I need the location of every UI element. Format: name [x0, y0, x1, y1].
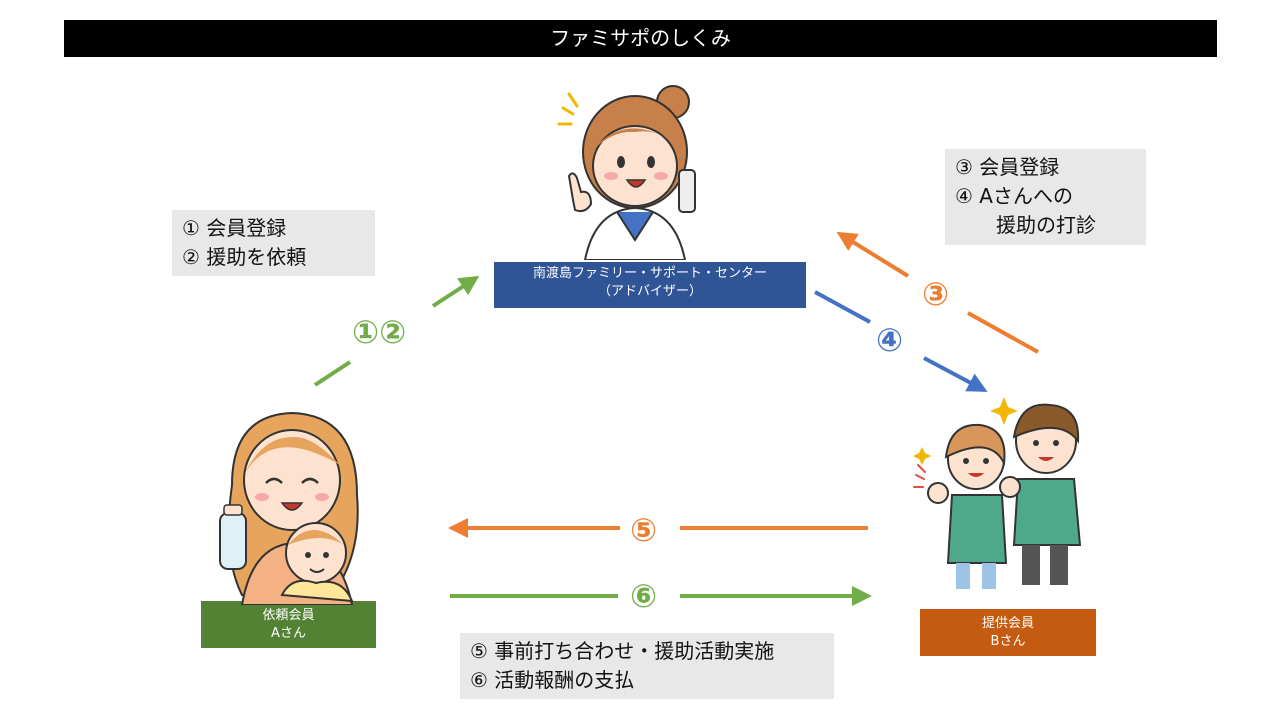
arrow-label-3: ③ [922, 275, 950, 313]
requester-type: 依頼会員 [262, 608, 315, 623]
provider-label: 提供会員 Bさん [920, 609, 1096, 656]
steps-box-bottom-line1: ⑤ 事前打ち合わせ・援助活動実施 [470, 639, 775, 663]
arrow-label-4: ④ [876, 321, 904, 359]
provider-couple-icon [913, 397, 1082, 589]
arrow-label-5: ⑤ [630, 511, 658, 549]
steps-box-right: ③ 会員登録 ④ Aさんへの 援助の打診 [945, 149, 1146, 245]
arrow-4-lower [923, 356, 988, 392]
requester-label: 依頼会員 Aさん [201, 601, 376, 648]
provider-type: 提供会員 [981, 616, 1034, 631]
center-role: （アドバイザー） [597, 284, 702, 299]
arrow-3-upper [836, 231, 910, 278]
arrow-label-12: ①② [352, 313, 407, 351]
steps-box-right-line2: ④ Aさんへの [955, 184, 1073, 208]
provider-name: Bさん [990, 634, 1026, 649]
mother-baby-icon [219, 411, 359, 605]
page-title: ファミサポのしくみ [64, 20, 1217, 57]
steps-box-left: ① 会員登録 ② 援助を依頼 [172, 210, 375, 276]
arrow-label-6: ⑥ [630, 577, 658, 615]
steps-box-right-line3: 援助の打診 [996, 213, 1096, 237]
center-name: 南渡島ファミリー・サポート・センター [532, 266, 767, 281]
center-label: 南渡島ファミリー・サポート・センター （アドバイザー） [494, 262, 806, 308]
steps-box-bottom: ⑤ 事前打ち合わせ・援助活動実施 ⑥ 活動報酬の支払 [460, 633, 834, 699]
requester-name: Aさん [271, 626, 306, 641]
arrow-12-upper [431, 275, 480, 308]
steps-box-left-line2: ② 援助を依頼 [182, 245, 307, 269]
steps-box-bottom-line2: ⑥ 活動報酬の支払 [470, 668, 635, 692]
advisor-woman-phone-icon [557, 85, 696, 260]
arrow-4-upper [814, 290, 871, 324]
arrow-12-lower [313, 360, 352, 387]
steps-box-left-line1: ① 会員登録 [182, 216, 287, 240]
arrow-3-lower [967, 311, 1039, 354]
steps-box-right-line1: ③ 会員登録 [955, 155, 1060, 179]
